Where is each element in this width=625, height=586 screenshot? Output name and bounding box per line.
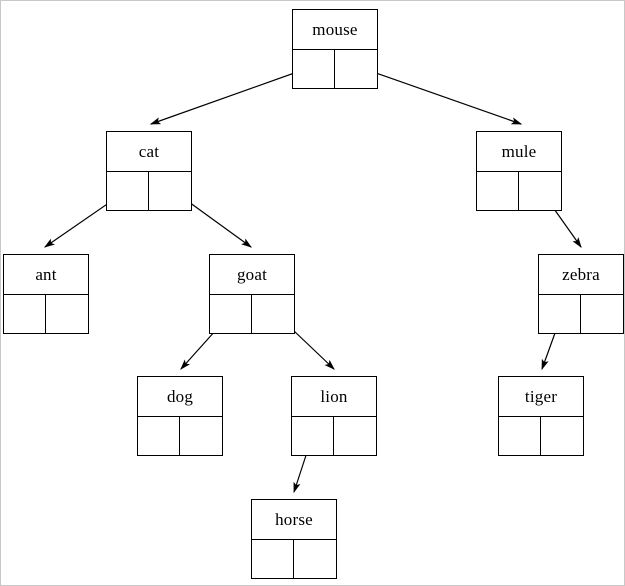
node-label-cell: ant [4, 255, 88, 295]
node-right-pointer-cell[interactable] [294, 540, 336, 578]
node-label-cell: mouse [293, 10, 377, 50]
node-right-pointer-cell[interactable] [46, 295, 88, 333]
tree-node-horse[interactable]: horse [251, 499, 337, 579]
node-pointer-row [138, 417, 222, 455]
node-label-cell: cat [107, 132, 191, 172]
node-left-pointer-cell[interactable] [138, 417, 180, 455]
node-label: lion [320, 387, 348, 406]
node-label-cell: horse [252, 500, 336, 540]
node-label: goat [236, 265, 268, 284]
tree-node-tiger[interactable]: tiger [498, 376, 584, 456]
tree-node-mule[interactable]: mule [476, 131, 562, 211]
node-label: tiger [524, 387, 558, 406]
node-left-pointer-cell[interactable] [477, 172, 519, 210]
node-left-pointer-cell[interactable] [539, 295, 581, 333]
node-right-pointer-cell[interactable] [149, 172, 191, 210]
tree-node-zebra[interactable]: zebra [538, 254, 624, 334]
node-label: mouse [312, 20, 358, 39]
node-label: dog [166, 387, 194, 406]
node-label-cell: mule [477, 132, 561, 172]
tree-node-cat[interactable]: cat [106, 131, 192, 211]
node-label-cell: dog [138, 377, 222, 417]
node-left-pointer-cell[interactable] [499, 417, 541, 455]
node-left-pointer-cell[interactable] [107, 172, 149, 210]
node-left-pointer-cell[interactable] [210, 295, 252, 333]
node-label-cell: zebra [539, 255, 623, 295]
node-left-pointer-cell[interactable] [4, 295, 46, 333]
tree-node-dog[interactable]: dog [137, 376, 223, 456]
node-right-pointer-cell[interactable] [334, 417, 376, 455]
node-right-pointer-cell[interactable] [252, 295, 294, 333]
node-pointer-row [292, 417, 376, 455]
node-label-cell: lion [292, 377, 376, 417]
node-label: mule [501, 142, 537, 161]
node-pointer-row [210, 295, 294, 333]
node-pointer-row [107, 172, 191, 210]
node-pointer-row [477, 172, 561, 210]
tree-node-goat[interactable]: goat [209, 254, 295, 334]
node-left-pointer-cell[interactable] [292, 417, 334, 455]
node-pointer-row [293, 50, 377, 88]
node-label-cell: goat [210, 255, 294, 295]
node-label-cell: tiger [499, 377, 583, 417]
node-label: zebra [562, 265, 600, 284]
node-pointer-row [539, 295, 623, 333]
node-left-pointer-cell[interactable] [252, 540, 294, 578]
node-pointer-row [499, 417, 583, 455]
node-label: horse [275, 510, 313, 529]
tree-node-lion[interactable]: lion [291, 376, 377, 456]
node-pointer-row [252, 540, 336, 578]
tree-node-ant[interactable]: ant [3, 254, 89, 334]
node-right-pointer-cell[interactable] [519, 172, 561, 210]
tree-edge-mouse-to-mule [355, 65, 523, 125]
node-right-pointer-cell[interactable] [541, 417, 583, 455]
tree-edge-mouse-to-cat [149, 65, 315, 125]
node-label: ant [35, 265, 57, 284]
node-label: cat [138, 142, 160, 161]
node-right-pointer-cell[interactable] [335, 50, 377, 88]
node-left-pointer-cell[interactable] [293, 50, 335, 88]
tree-node-mouse[interactable]: mouse [292, 9, 378, 89]
node-right-pointer-cell[interactable] [180, 417, 222, 455]
node-right-pointer-cell[interactable] [581, 295, 623, 333]
node-pointer-row [4, 295, 88, 333]
